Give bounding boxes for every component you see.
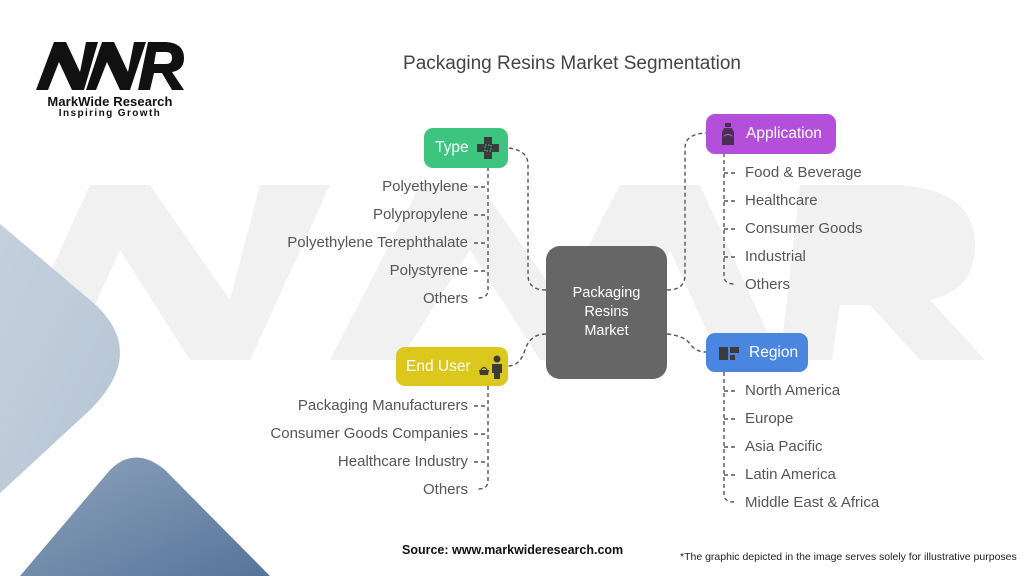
type-item: Polyethylene bbox=[382, 178, 468, 195]
end-user-item: Packaging Manufacturers bbox=[297, 397, 468, 414]
center-label-line-1: Packaging bbox=[572, 285, 641, 301]
segment-node-type[interactable]: Type bbox=[424, 128, 508, 168]
source-note: Source: www.markwideresearch.com bbox=[402, 543, 624, 557]
disclaimer-note: *The graphic depicted in the image serve… bbox=[680, 551, 1017, 563]
center-label-line-3: Market bbox=[584, 323, 629, 339]
region-blocks-icon bbox=[719, 346, 739, 360]
center-label-line-2: Resins bbox=[584, 304, 629, 320]
watermark-logo bbox=[10, 185, 985, 360]
diagram-title: Packaging Resins Market Segmentation bbox=[403, 53, 741, 74]
application-item: Others bbox=[745, 276, 791, 293]
brand-logo-mark bbox=[36, 42, 184, 90]
application-item: Food & Beverage bbox=[745, 164, 862, 181]
segment-node-application[interactable]: Application bbox=[706, 114, 836, 154]
segment-node-region[interactable]: Region bbox=[706, 333, 808, 372]
application-item: Industrial bbox=[745, 248, 806, 265]
center-node[interactable]: Packaging Resins Market bbox=[546, 246, 667, 379]
bottle-icon bbox=[722, 123, 734, 145]
bg-shape-dark bbox=[20, 457, 270, 576]
segment-label-end-user: End User bbox=[406, 357, 471, 375]
medical-cross-icon bbox=[476, 137, 499, 159]
segment-label-type: Type bbox=[435, 139, 469, 156]
brand-tagline: Inspiring Growth bbox=[58, 108, 162, 119]
region-item: North America bbox=[745, 382, 841, 399]
region-item: Asia Pacific bbox=[745, 438, 823, 455]
end-user-item: Healthcare Industry bbox=[337, 453, 468, 470]
shopper-with-basket-icon bbox=[478, 355, 502, 379]
application-item: Healthcare bbox=[745, 192, 818, 209]
region-item: Europe bbox=[745, 410, 794, 427]
end-user-item: Consumer Goods Companies bbox=[270, 425, 468, 442]
region-item: Latin America bbox=[745, 466, 836, 483]
bg-shape-light bbox=[0, 223, 120, 494]
brand-name: MarkWide Research bbox=[47, 94, 173, 109]
type-item: Polyethylene Terephthalate bbox=[287, 234, 468, 251]
segment-label-region: Region bbox=[749, 343, 799, 361]
segment-node-end-user[interactable]: End User bbox=[396, 347, 508, 386]
segment-label-application: Application bbox=[746, 125, 822, 142]
type-item: Polypropylene bbox=[372, 206, 468, 223]
type-item: Polystyrene bbox=[389, 262, 468, 279]
type-item: Others bbox=[422, 290, 468, 307]
region-item: Middle East & Africa bbox=[745, 494, 880, 511]
application-item: Consumer Goods bbox=[745, 220, 863, 237]
end-user-item: Others bbox=[422, 481, 468, 498]
